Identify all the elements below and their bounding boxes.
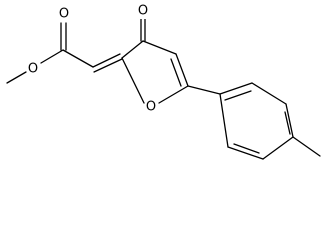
bond-phenyl-inner-1 [224, 90, 252, 101]
bond-c3-c4 [142, 40, 177, 55]
bond-carbonyl-to-methylidene [62, 49, 94, 68]
bond-exocyclic-double-1 [92, 53, 121, 68]
bond-c2-c3 [121, 40, 144, 59]
exocyclic-double-bond [92, 53, 123, 73]
bond-oxygen-carbonyl-carbon [40, 49, 64, 64]
bond-phenyl-2 [251, 82, 287, 105]
ester-group [6, 22, 94, 84]
chemical-structure-diagram: O O O O [6, 4, 321, 160]
bond-phenyl-1 [219, 82, 253, 95]
bond-phenyl-3 [285, 103, 294, 138]
ester-ether-oxygen-label: O [28, 62, 38, 77]
bond-phenyl-5 [227, 146, 264, 160]
bond-exocyclic-double-2 [93, 58, 123, 73]
furanone-ring [121, 17, 189, 104]
bond-phenyl-4 [262, 136, 294, 160]
atom-labels: O O O O [27, 4, 158, 115]
bond-c5-ring-oxygen [158, 85, 189, 104]
bond-c4-c5-double-2 [170, 58, 182, 87]
ketone-oxygen-label: O [138, 4, 148, 19]
ring-oxygen-label: O [146, 100, 156, 115]
bond-phenyl-6 [219, 93, 229, 148]
bond-methyl-oxygen [6, 71, 27, 84]
bond-phenyl-inner-3 [233, 143, 260, 154]
bond-c4-c5-double-1 [175, 53, 189, 87]
ester-carbonyl-oxygen-label: O [59, 7, 69, 22]
bond-ring-to-phenyl [187, 85, 221, 95]
tolyl-group [187, 82, 321, 160]
bond-phenyl-to-methyl [292, 136, 321, 157]
bond-phenyl-inner-2 [284, 111, 291, 135]
bond-ring-oxygen-c2 [121, 57, 145, 104]
